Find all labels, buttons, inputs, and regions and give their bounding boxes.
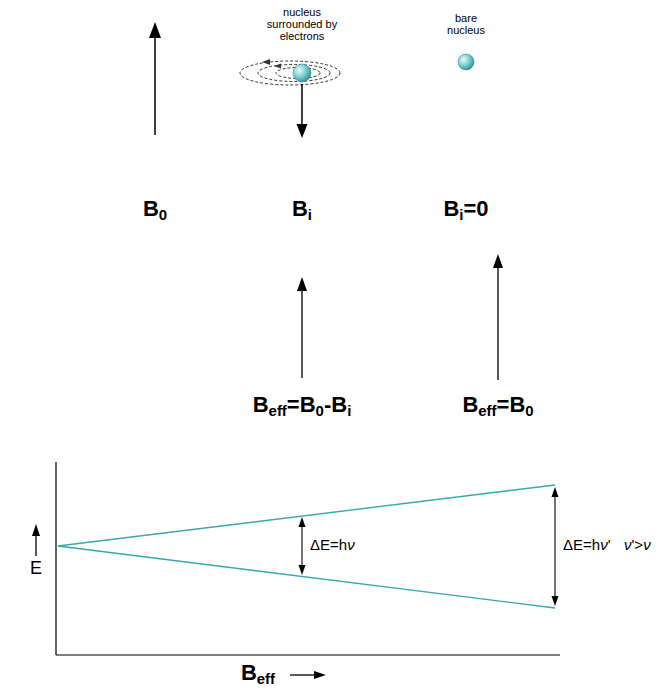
greek-symbol: ν — [347, 536, 355, 553]
energy-gap-arrow — [299, 517, 306, 575]
greek-symbol: ν — [600, 536, 608, 553]
axis-label: E — [30, 558, 42, 580]
subscript: 0 — [316, 402, 324, 419]
field-symbol: Bi=0 — [443, 196, 488, 222]
subscript: 0 — [525, 402, 533, 419]
bare-nucleus — [458, 54, 474, 70]
subscript: i — [308, 206, 312, 223]
greek-symbol: ν — [624, 536, 632, 553]
field-equation: Beff=B0 — [462, 392, 533, 418]
subscript: i — [459, 206, 463, 223]
energy-levels — [58, 485, 555, 608]
field-equation: Beff=B0-Bi — [253, 392, 352, 418]
field-symbol: B0 — [143, 196, 167, 222]
axis-label: Beff — [241, 660, 275, 686]
induced-field-arrow — [297, 84, 308, 138]
frequency-relation: ν'>ν — [624, 536, 651, 554]
energy-gap-label: ΔE=hν — [310, 536, 355, 554]
subscript: i — [347, 402, 351, 419]
energy-gap-arrow — [552, 487, 559, 606]
subscript: eff — [478, 402, 496, 419]
graph-axes — [56, 462, 560, 655]
subscript: eff — [257, 670, 275, 687]
energy-gap-label: ΔE=hν' — [563, 536, 611, 554]
subscript: 0 — [159, 206, 167, 223]
effective-field-arrow — [297, 277, 307, 378]
nucleus-caption: bare nucleus — [438, 12, 494, 36]
field-axis-arrow — [290, 671, 326, 679]
subscript: eff — [269, 402, 287, 419]
field-symbol: Bi — [292, 196, 312, 222]
nucleus-caption: nucleus surrounded by electrons — [265, 6, 339, 42]
nucleus — [293, 64, 311, 82]
greek-symbol: ν — [643, 536, 651, 553]
effective-field-arrow — [493, 254, 503, 380]
electron-orbits — [240, 61, 340, 85]
orbit-arrowheads — [262, 59, 281, 69]
field-arrow — [149, 22, 161, 135]
energy-axis-arrow — [32, 524, 40, 556]
